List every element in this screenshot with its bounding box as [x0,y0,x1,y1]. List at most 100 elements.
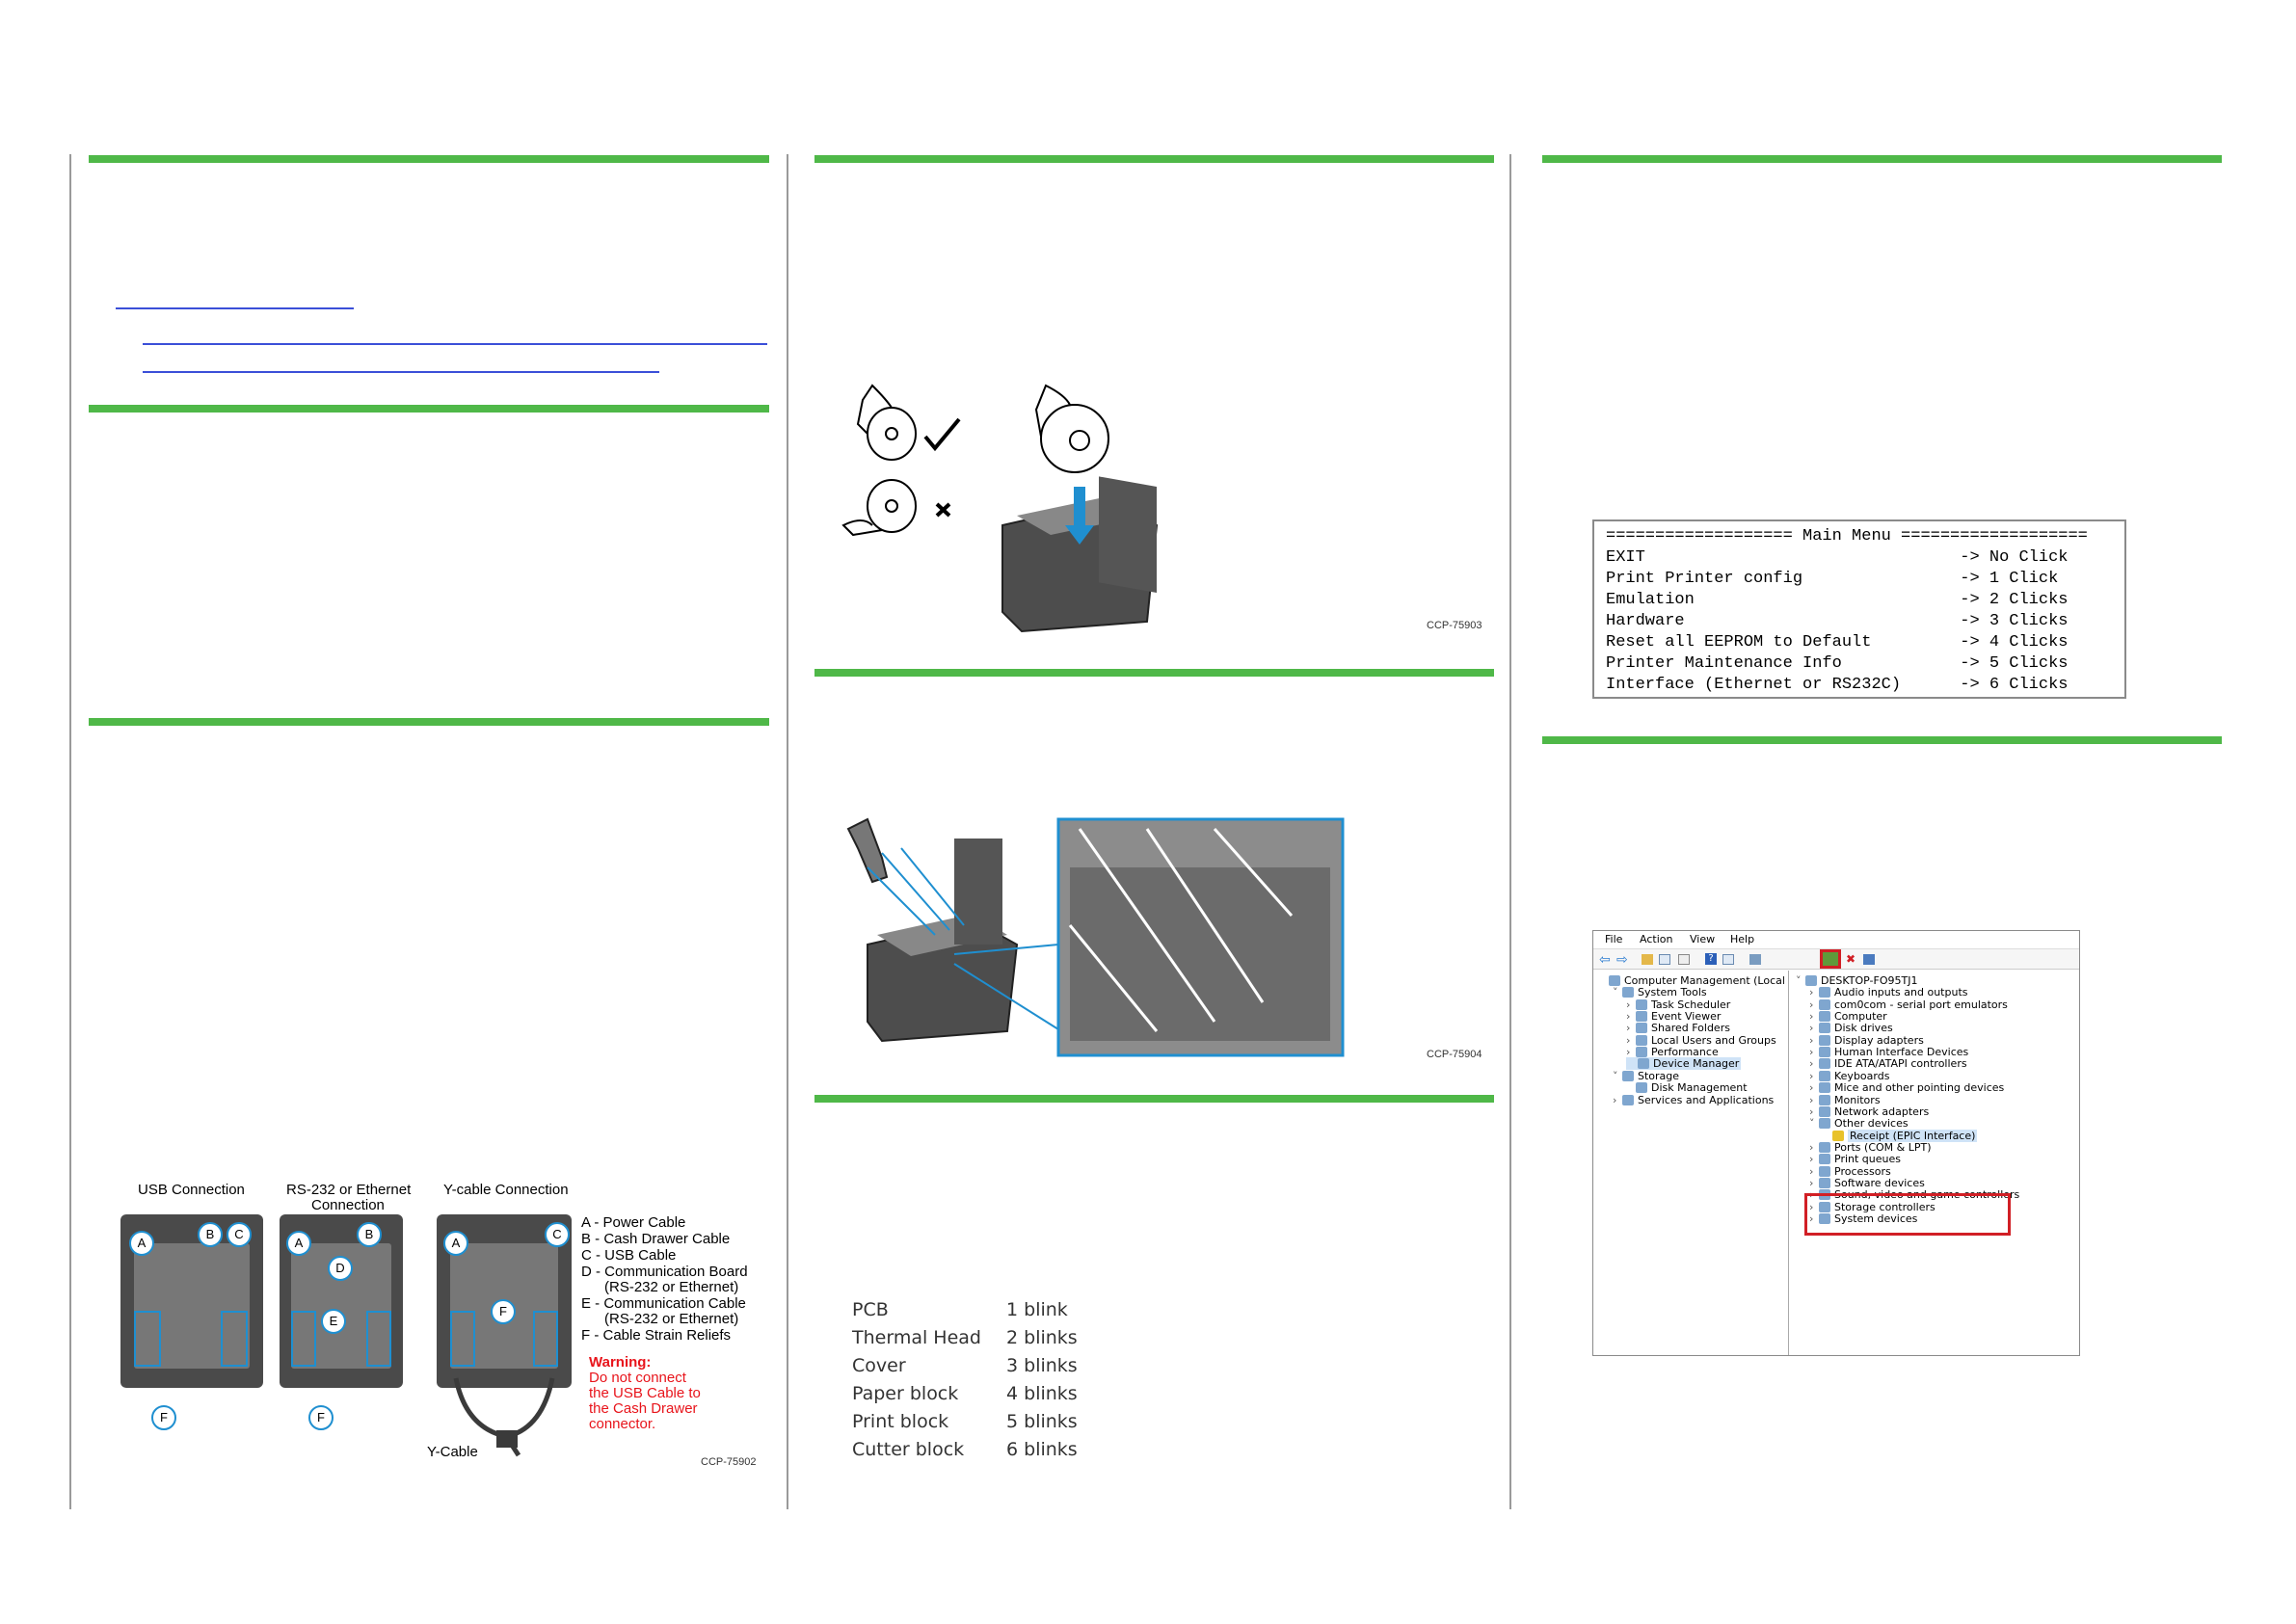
chevron-right-icon[interactable]: › [1626,1022,1631,1035]
disable-device-icon[interactable]: ✖ [1846,952,1856,966]
chevron-right-icon[interactable]: › [1626,1046,1631,1059]
right-tree-item[interactable]: ›Computer [1809,1010,1887,1023]
hyperlink-underline-1[interactable] [116,307,354,309]
main-menu-box: =================== Main Menu ==========… [1592,519,2126,699]
device-category-icon [1819,1058,1830,1070]
left-tree-item[interactable]: ›Shared Folders [1626,1022,1730,1034]
uninstall-device-icon[interactable] [1863,954,1875,965]
right-tree-item[interactable]: ›Mice and other pointing devices [1809,1081,2004,1094]
back-arrow-icon[interactable]: ⇦ [1599,952,1611,968]
chevron-right-icon[interactable]: › [1809,986,1814,999]
main-menu-line-emulation: Emulation -> 2 Clicks [1606,591,2069,609]
menu-file[interactable]: File [1605,933,1623,945]
left-tree-item[interactable]: ˅ System Tools [1613,986,1707,998]
chevron-right-icon[interactable]: › [1626,1033,1631,1047]
forward-arrow-icon[interactable]: ⇨ [1616,952,1628,968]
chevron-right-icon[interactable]: › [1809,1022,1814,1035]
right-tree-item[interactable]: Receipt (EPIC Interface) [1823,1129,1978,1142]
device-category-icon [1638,1058,1649,1070]
menu-action[interactable]: Action [1640,933,1673,945]
right-tree-item[interactable]: ›com0com - serial port emulators [1809,998,2008,1011]
right-tree-item[interactable]: ›Human Interface Devices [1809,1046,1968,1058]
right-tree-item[interactable]: ›Audio inputs and outputs [1809,986,1968,998]
chevron-right-icon[interactable]: › [1809,1057,1814,1071]
callout-c-usb: C [227,1222,252,1247]
right-tree-item[interactable]: ˅DESKTOP-FO95TJ1 [1796,974,1917,987]
main-menu-title: =================== Main Menu ==========… [1606,527,2088,546]
device-category-icon [1622,1070,1634,1081]
section-bar-7 [1542,155,2222,163]
chevron-right-icon[interactable]: › [1809,1140,1814,1154]
device-category-icon [1636,1047,1647,1058]
left-tree-item[interactable]: Disk Management [1626,1081,1748,1094]
device-category-icon [1819,1023,1830,1034]
left-tree-item-label: System Tools [1638,986,1707,999]
right-tree-item[interactable]: › Ports (COM & LPT) [1809,1141,1932,1154]
right-tree-item-label: Ports (COM & LPT) [1834,1140,1932,1154]
right-tree-item[interactable]: ›Disk drives [1809,1022,1893,1034]
chevron-right-icon[interactable]: › [1809,1212,1814,1225]
chevron-right-icon[interactable]: › [1809,1176,1814,1189]
right-tree-item[interactable]: ›System devices [1809,1212,1917,1225]
device-category-icon [1819,1094,1830,1105]
right-tree-item[interactable]: ›Processors [1809,1165,1891,1178]
left-tree-item[interactable]: ›Services and Applications [1613,1094,1774,1106]
chevron-right-icon[interactable]: › [1809,1046,1814,1059]
properties-icon[interactable] [1678,954,1690,965]
right-tree-item[interactable]: ˅ Other devices [1809,1117,1909,1130]
chevron-right-icon[interactable]: › [1809,1033,1814,1047]
chevron-right-icon[interactable]: › [1626,1010,1631,1024]
right-tree-item[interactable]: ›Display adapters [1809,1034,1924,1047]
callout-b-usb: B [198,1222,223,1247]
help-icon[interactable]: ? [1705,953,1717,965]
chevron-right-icon[interactable]: › [1626,998,1631,1011]
right-tree-item[interactable]: ›Storage controllers [1809,1201,1936,1213]
folder-up-icon[interactable] [1642,954,1653,965]
right-tree-item-label: Other devices [1834,1117,1909,1131]
chevron-right-icon[interactable]: › [1809,1093,1814,1106]
section-bar-3 [89,718,769,726]
left-tree-item[interactable]: ›Event Viewer [1626,1010,1721,1023]
chevron-down-icon[interactable]: ˅ [1809,1117,1815,1131]
menu-view[interactable]: View [1690,933,1716,945]
left-tree-item[interactable]: Computer Management (Local [1599,974,1785,987]
ycable-connection-heading: Y-cable Connection [443,1182,569,1198]
menu-help[interactable]: Help [1730,933,1755,945]
chevron-right-icon[interactable]: › [1809,1164,1814,1178]
scan-hardware-icon[interactable] [1749,954,1761,965]
right-tree-item[interactable]: ›Keyboards [1809,1070,1889,1082]
view-icon[interactable] [1722,954,1734,965]
chevron-right-icon[interactable]: › [1809,1105,1814,1118]
chevron-down-icon[interactable]: ˅ [1796,974,1802,987]
right-tree-item[interactable]: ›Software devices [1809,1177,1925,1189]
left-tree-item[interactable]: ›Local Users and Groups [1626,1034,1776,1047]
chevron-down-icon[interactable]: ˅ [1613,986,1618,999]
chevron-right-icon[interactable]: › [1809,1069,1814,1082]
chevron-right-icon[interactable]: › [1809,1010,1814,1024]
warning-line-3: the Cash Drawer [589,1400,698,1417]
hyperlink-underline-3[interactable] [143,371,659,373]
device-category-icon [1819,1165,1830,1177]
left-tree-item[interactable]: ›Task Scheduler [1626,998,1730,1011]
left-tree-item-label: Storage [1638,1069,1680,1082]
hyperlink-underline-2[interactable] [143,343,767,345]
right-tree-item[interactable]: ›Print queues [1809,1153,1901,1165]
chevron-right-icon[interactable]: › [1809,1153,1814,1166]
update-driver-icon[interactable] [1820,949,1841,969]
right-tree-item[interactable]: ›IDE ATA/ATAPI controllers [1809,1057,1967,1070]
chevron-right-icon[interactable]: › [1809,1081,1814,1095]
chevron-down-icon[interactable]: ˅ [1613,1069,1618,1082]
left-tree-item[interactable]: Device Manager [1626,1057,1742,1071]
device-category-icon [1819,1082,1830,1094]
chevron-right-icon[interactable]: › [1809,998,1814,1011]
callout-d-rs232: D [328,1256,353,1281]
left-tree-item[interactable]: ›Performance [1626,1046,1719,1058]
console-tree-icon[interactable] [1659,954,1670,965]
chevron-right-icon[interactable]: › [1613,1093,1617,1106]
right-tree-item[interactable]: ›Monitors [1809,1094,1881,1106]
right-tree-item[interactable]: ›Network adapters [1809,1105,1929,1118]
blink-row-5-count: 5 blinks [1006,1411,1078,1432]
rs232-connection-heading-line2: Connection [311,1197,385,1213]
left-tree-item[interactable]: ˅ Storage [1613,1070,1679,1082]
chevron-right-icon[interactable]: › [1809,1200,1814,1213]
